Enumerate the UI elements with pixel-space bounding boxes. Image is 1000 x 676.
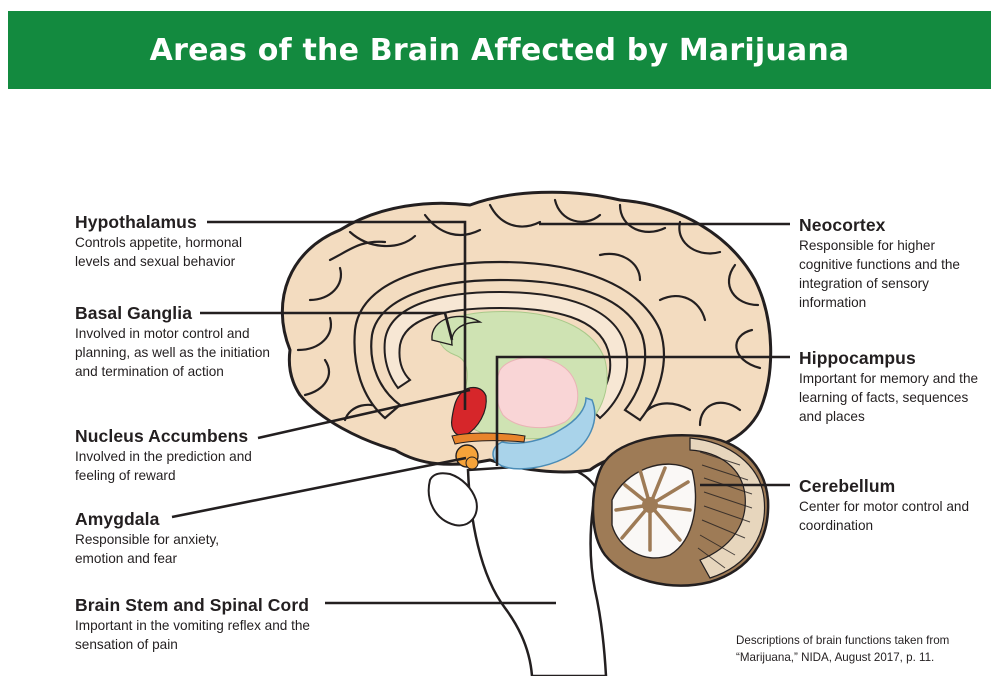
cerebellum-shape [591,434,770,587]
cerebellum-title: Cerebellum [799,476,896,496]
hippocampus-description: Important for memory and the learning of… [799,371,979,424]
hypothalamus-title: Hypothalamus [75,212,197,232]
title-banner: Areas of the Brain Affected by Marijuana [8,11,991,89]
nucleus-accumbens-title: Nucleus Accumbens [75,426,249,446]
basal-ganglia-description: Involved in motor control and planning, … [75,326,270,379]
nucleus-accumbens-shape [451,432,526,445]
nucleus-accumbens-description: Involved in the prediction and feeling o… [75,449,252,483]
page-title: Areas of the Brain Affected by Marijuana [149,32,850,68]
nucleus-accumbens-pointer [257,388,471,440]
amygdala-pointer [171,456,467,519]
hippocampus-title: Hippocampus [799,348,916,368]
neocortex-description: Responsible for higher cognitive functio… [799,238,960,310]
brain-stem-title: Brain Stem and Spinal Cord [75,595,310,615]
hippocampus-pointer [495,355,790,466]
cerebellum-description: Center for motor control and coordinatio… [799,499,970,533]
amygdala-label: Amygdala Responsible for anxiety, emotio… [75,509,255,568]
pituitary-shape [427,472,478,527]
hypothalamus-description: Controls appetite, hormonal levels and s… [75,235,242,269]
thalamus-shape [495,356,579,429]
basal-ganglia-pointer [200,311,454,341]
brain-stem-description: Important in the vomiting reflex and the… [75,618,310,652]
hypothalamus-pointer [207,220,467,410]
cerebellum-label: Cerebellum Center for motor control and … [799,476,989,535]
corpus-callosum [383,290,629,420]
source-citation: Descriptions of brain functions taken fr… [736,634,950,664]
basal-ganglia-title: Basal Ganglia [75,303,193,323]
neocortex-label: Neocortex Responsible for higher cogniti… [799,215,989,312]
hippocampus-label: Hippocampus Important for memory and the… [799,348,989,426]
brain-stem-label: Brain Stem and Spinal Cord Important in … [75,595,335,654]
neocortex-title: Neocortex [799,215,886,235]
amygdala-description: Responsible for anxiety, emotion and fea… [75,532,220,566]
nucleus-accumbens-label: Nucleus Accumbens Involved in the predic… [75,426,275,485]
amygdala-title: Amygdala [75,509,160,529]
pointer-lines [171,220,790,605]
hippocampus-shape [492,396,596,470]
amygdala-inner [465,456,479,470]
basal-ganglia-curve [431,315,483,346]
cingulate-outer [353,260,666,422]
basal-ganglia-label: Basal Ganglia Involved in motor control … [75,303,275,381]
hypothalamus-label: Hypothalamus Controls appetite, hormonal… [75,212,275,271]
brain-stem-shape [466,463,608,676]
